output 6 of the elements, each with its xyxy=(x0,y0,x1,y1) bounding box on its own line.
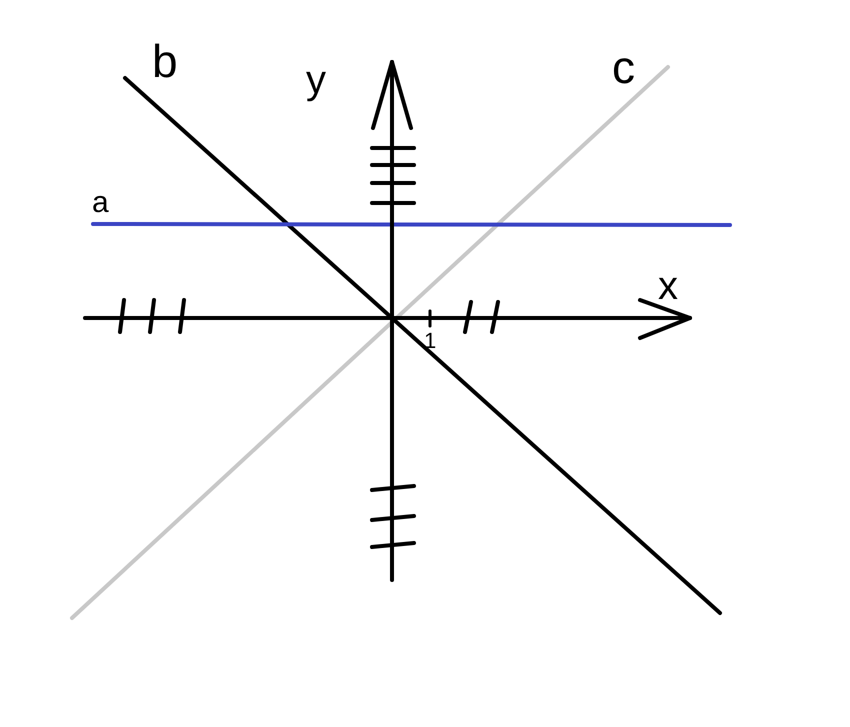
line-label: b xyxy=(152,38,178,84)
axis-label: y xyxy=(306,60,326,100)
axis-label: x xyxy=(658,266,678,306)
line-label: c xyxy=(612,44,635,90)
line-label: a xyxy=(92,188,109,218)
tick-label: 1 xyxy=(424,330,436,352)
